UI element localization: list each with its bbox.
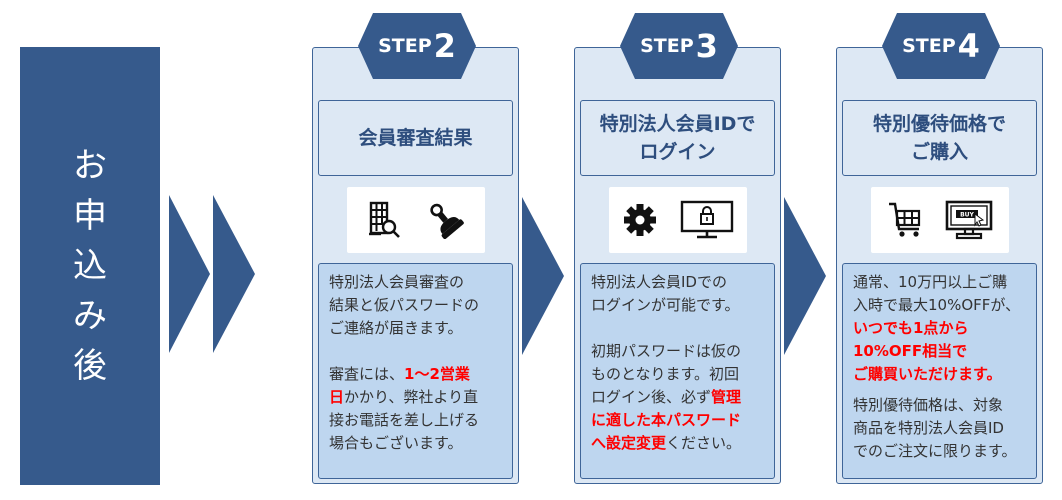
building-search-icon xyxy=(369,201,400,238)
highlighted-text: へ設定変更 xyxy=(591,434,667,452)
description-line: 特別法人会員IDでの xyxy=(591,271,766,294)
description-text: 特別法人会員審査の xyxy=(329,273,465,291)
description-text: かかり、弊社より直 xyxy=(344,388,479,406)
panel-label-char: み xyxy=(73,296,107,336)
description-line: 結果と仮パスワードの xyxy=(329,294,504,317)
highlighted-text: ご購買いただけます。 xyxy=(853,365,1002,383)
paragraph-gap xyxy=(591,317,766,340)
step-description: 特別法人会員IDでのログインが可能です。初期パスワードは仮のものとなります。初回… xyxy=(580,263,775,479)
description-line: 場合もございます。 xyxy=(329,432,504,455)
step-icons xyxy=(347,187,485,253)
step-title-line: 特別優待価格で xyxy=(872,113,1006,135)
highlighted-text: 日 xyxy=(329,388,345,406)
stamp-icon xyxy=(430,203,464,239)
step-description: 通常、10万円以上ご購入時で最大10%OFFが、いつでも1点から 10%OFF相当… xyxy=(842,263,1037,479)
step-title-line: 会員審査結果 xyxy=(358,127,473,149)
description-line: に適した本パスワード xyxy=(591,409,766,432)
step-label: STEP xyxy=(378,35,432,57)
step-card-4: 特別優待価格で ご購入 BUY 通常、10万円以上ご購入時で最大10%OFFが、… xyxy=(836,47,1043,484)
description-text: 商品を特別法人会員ID xyxy=(853,419,1004,437)
description-line: へ設定変更ください。 xyxy=(591,432,766,455)
description-line: 特別法人会員審査の xyxy=(329,271,504,294)
highlighted-text: いつでも1点から xyxy=(853,319,969,337)
step-icons xyxy=(609,187,747,253)
description-line: ものとなります。初回 xyxy=(591,363,766,386)
step-label: STEP xyxy=(902,35,956,57)
description-text: 接お電話を差し上げる xyxy=(329,411,480,429)
panel-label-char: 込 xyxy=(73,246,107,286)
description-line: でのご注文に限ります。 xyxy=(853,440,1028,463)
description-line: 特別優待価格は、対象 xyxy=(853,394,1028,417)
description-text: ログインが可能です。 xyxy=(591,296,740,314)
description-text: 特別優待価格は、対象 xyxy=(853,396,1004,414)
step-card-2: 会員審査結果 特別法人会員審査の結果と仮パスワードのご連絡が届きます。審査には、… xyxy=(312,47,519,484)
description-text: でのご注文に限ります。 xyxy=(853,442,1017,460)
step-card-3: 特別法人会員IDで ログイン xyxy=(574,47,781,484)
description-line: 日かかり、弊社より直 xyxy=(329,386,504,409)
monitor-lock-icon xyxy=(680,200,734,239)
description-text: 入時で最大10%OFFが、 xyxy=(853,296,1021,314)
step-title: 会員審査結果 xyxy=(318,100,513,176)
step-label: STEP xyxy=(640,35,694,57)
description-line: ログインが可能です。 xyxy=(591,294,766,317)
double-chevron-icon xyxy=(169,195,255,353)
hexagon-badge-shape xyxy=(358,13,476,79)
panel-label-char: 申 xyxy=(73,196,107,236)
description-line: ご連絡が届きます。 xyxy=(329,317,504,340)
description-text: ものとなります。初回 xyxy=(591,365,740,383)
paragraph-gap xyxy=(853,386,1028,394)
highlighted-text: 1～2営業 xyxy=(404,365,470,383)
description-text: 通常、10万円以上ご購 xyxy=(853,273,1008,291)
description-text: 場合もございます。 xyxy=(329,434,463,452)
hexagon-badge-shape xyxy=(620,13,738,79)
description-line: 接お電話を差し上げる xyxy=(329,409,504,432)
description-line: 10%OFF相当で xyxy=(853,340,1028,363)
description-line: ご購買いただけます。 xyxy=(853,363,1028,386)
step-title: 特別法人会員IDで ログイン xyxy=(580,100,775,176)
panel-label-char: お xyxy=(73,146,107,186)
step-title-line: ログイン xyxy=(639,141,716,163)
after-application-panel: お 申 込 み 後 xyxy=(20,47,160,485)
step-title: 特別優待価格で ご購入 xyxy=(842,100,1037,176)
highlighted-text: 管理 xyxy=(711,388,742,406)
panel-label-char: 後 xyxy=(73,346,107,386)
description-text: 特別法人会員IDでの xyxy=(591,273,727,291)
chevron-right-icon xyxy=(213,195,255,353)
hexagon-badge-shape xyxy=(882,13,1000,79)
step-title-line: 特別法人会員IDで xyxy=(599,113,756,135)
chevron-right-icon xyxy=(169,195,210,353)
description-line: いつでも1点から xyxy=(853,317,1028,340)
description-text: ログイン後、必ず xyxy=(591,388,712,406)
description-text: ください。 xyxy=(666,434,742,452)
description-text: ご連絡が届きます。 xyxy=(329,319,463,337)
shopping-cart-icon xyxy=(889,202,921,237)
arrow-right-icon xyxy=(784,197,826,355)
svg-text:BUY: BUY xyxy=(960,212,974,219)
description-line: 初期パスワードは仮の xyxy=(591,340,766,363)
description-text: 結果と仮パスワードの xyxy=(329,296,480,314)
description-text: 初期パスワードは仮の xyxy=(591,342,742,360)
step-number: 2 xyxy=(433,27,456,65)
paragraph-gap xyxy=(329,340,504,363)
description-line: 審査には、1～2営業 xyxy=(329,363,504,386)
highlighted-text: 10%OFF相当で xyxy=(853,342,968,360)
description-text: 審査には、 xyxy=(329,365,405,383)
step-title-line: ご購入 xyxy=(910,141,968,163)
step-number: 3 xyxy=(695,27,718,65)
highlighted-text: に適した本パスワード xyxy=(591,411,742,429)
gear-icon xyxy=(624,204,656,236)
step-number: 4 xyxy=(957,27,980,65)
step-icons: BUY xyxy=(871,187,1009,253)
monitor-buy-icon: BUY xyxy=(945,200,993,240)
step-description: 特別法人会員審査の結果と仮パスワードのご連絡が届きます。審査には、1～2営業日か… xyxy=(318,263,513,479)
arrow-right-icon xyxy=(522,197,564,355)
description-line: ログイン後、必ず管理 xyxy=(591,386,766,409)
description-line: 通常、10万円以上ご購 xyxy=(853,271,1028,294)
description-line: 商品を特別法人会員ID xyxy=(853,417,1028,440)
description-line: 入時で最大10%OFFが、 xyxy=(853,294,1028,317)
